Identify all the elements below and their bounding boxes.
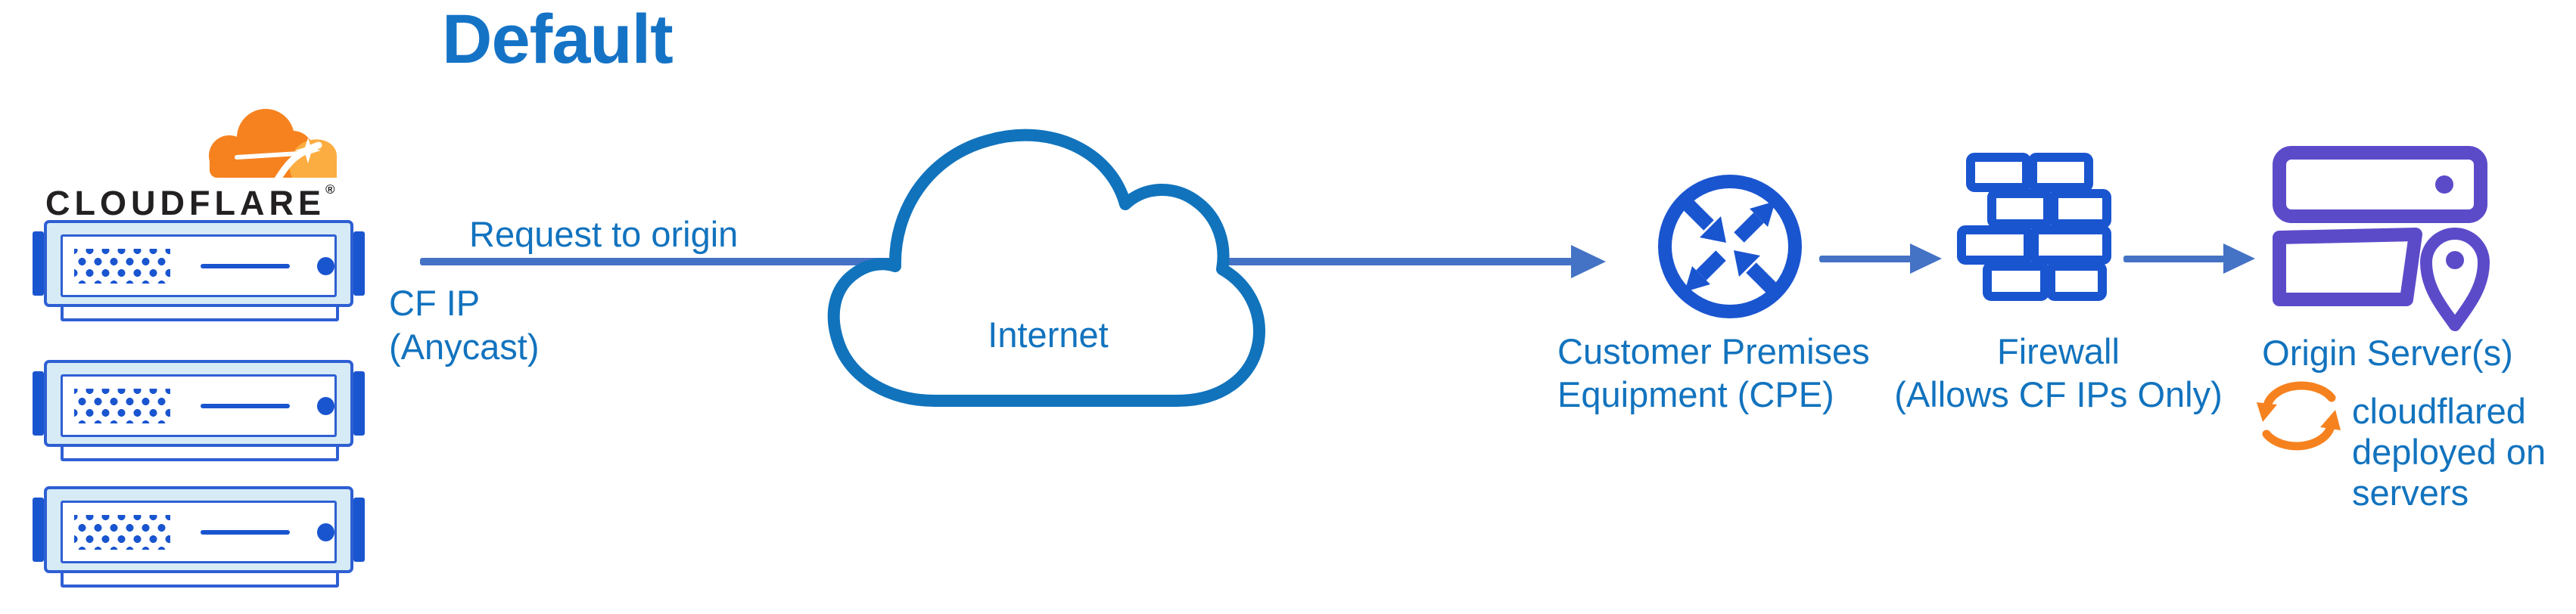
cloudflared-note-line2: deployed on: [2352, 432, 2546, 472]
server-left-tab: [33, 371, 44, 436]
cpe-router-icon: [1658, 175, 1802, 318]
cloudflared-note: cloudflared deployed on servers: [2352, 391, 2546, 513]
server-line: [201, 403, 290, 408]
firewall-icon: [1957, 153, 2111, 301]
server-panel: [61, 234, 337, 297]
server-dots: [74, 248, 171, 284]
cloudflare-wordmark: CLOUDFLARE®: [45, 182, 335, 223]
cloudflare-cloud-main: [209, 109, 313, 178]
server-body: [44, 220, 353, 307]
cf-server-icon-3: [33, 485, 366, 591]
diagram-title: Default: [442, 1, 674, 78]
internet-label: Internet: [988, 315, 1109, 355]
cpe-label-line1: Customer Premises: [1557, 331, 1870, 371]
server-right-tab: [353, 231, 365, 296]
server-panel: [61, 501, 337, 563]
server-right-tab: [353, 498, 365, 562]
server-body: [44, 486, 353, 573]
internet-cloud-icon: [827, 129, 1265, 407]
cpe-label: Customer Premises Equipment (CPE): [1557, 330, 1870, 416]
cpe-label-line2: Equipment (CPE): [1557, 374, 1834, 414]
firewall-to-origin-arrow-head: [2223, 243, 2255, 274]
cpe-to-firewall-arrow-line: [1819, 256, 1912, 262]
server-body: [44, 360, 353, 447]
cpe-to-firewall-arrow-head: [1910, 243, 1942, 274]
server-left-tab: [33, 231, 44, 296]
server-panel: [61, 374, 337, 437]
firewall-label-line2: (Allows CF IPs Only): [1894, 374, 2223, 414]
registered-mark: ®: [325, 182, 335, 197]
cloudflared-note-line1: cloudflared: [2352, 391, 2526, 431]
server-power-dot: [316, 523, 334, 541]
server-dots: [74, 514, 171, 550]
cloudflare-wordmark-text: CLOUDFLARE: [45, 184, 325, 222]
server-left-tab: [33, 498, 44, 562]
server-line: [201, 263, 290, 268]
server-dots: [74, 388, 171, 423]
request-arrow-head: [1571, 245, 1606, 278]
firewall-to-origin-arrow-line: [2123, 256, 2225, 262]
request-to-origin-label: Request to origin: [469, 214, 739, 254]
server-power-dot: [316, 256, 334, 275]
firewall-label-line1: Firewall: [1997, 331, 2120, 371]
cpe-arrows: [1682, 199, 1779, 296]
cf-ip-line2: (Anycast): [389, 327, 540, 367]
location-pin-icon: [2420, 228, 2490, 331]
server-power-dot: [316, 396, 334, 415]
logo-sparkle: [295, 138, 321, 163]
cf-ip-line1: CF IP: [389, 283, 481, 323]
cf-server-icon-2: [33, 358, 366, 464]
origin-servers-icon: [2273, 146, 2490, 331]
cf-server-icon-1: [33, 219, 366, 324]
server-line: [201, 529, 290, 535]
origin-servers-label: Origin Server(s): [2262, 333, 2513, 373]
cloudflare-logo-icon: [209, 109, 337, 179]
server-right-tab: [353, 371, 365, 436]
logo-crack: [274, 141, 322, 179]
logo-speedline: [235, 151, 301, 160]
cpe-arrowheads: [1685, 201, 1775, 292]
cloudflared-note-line3: servers: [2352, 473, 2469, 513]
cf-ip-anycast-label: CF IP (Anycast): [389, 281, 540, 369]
firewall-label: Firewall (Allows CF IPs Only): [1869, 330, 2248, 416]
sync-arrows-icon: [2257, 381, 2341, 451]
